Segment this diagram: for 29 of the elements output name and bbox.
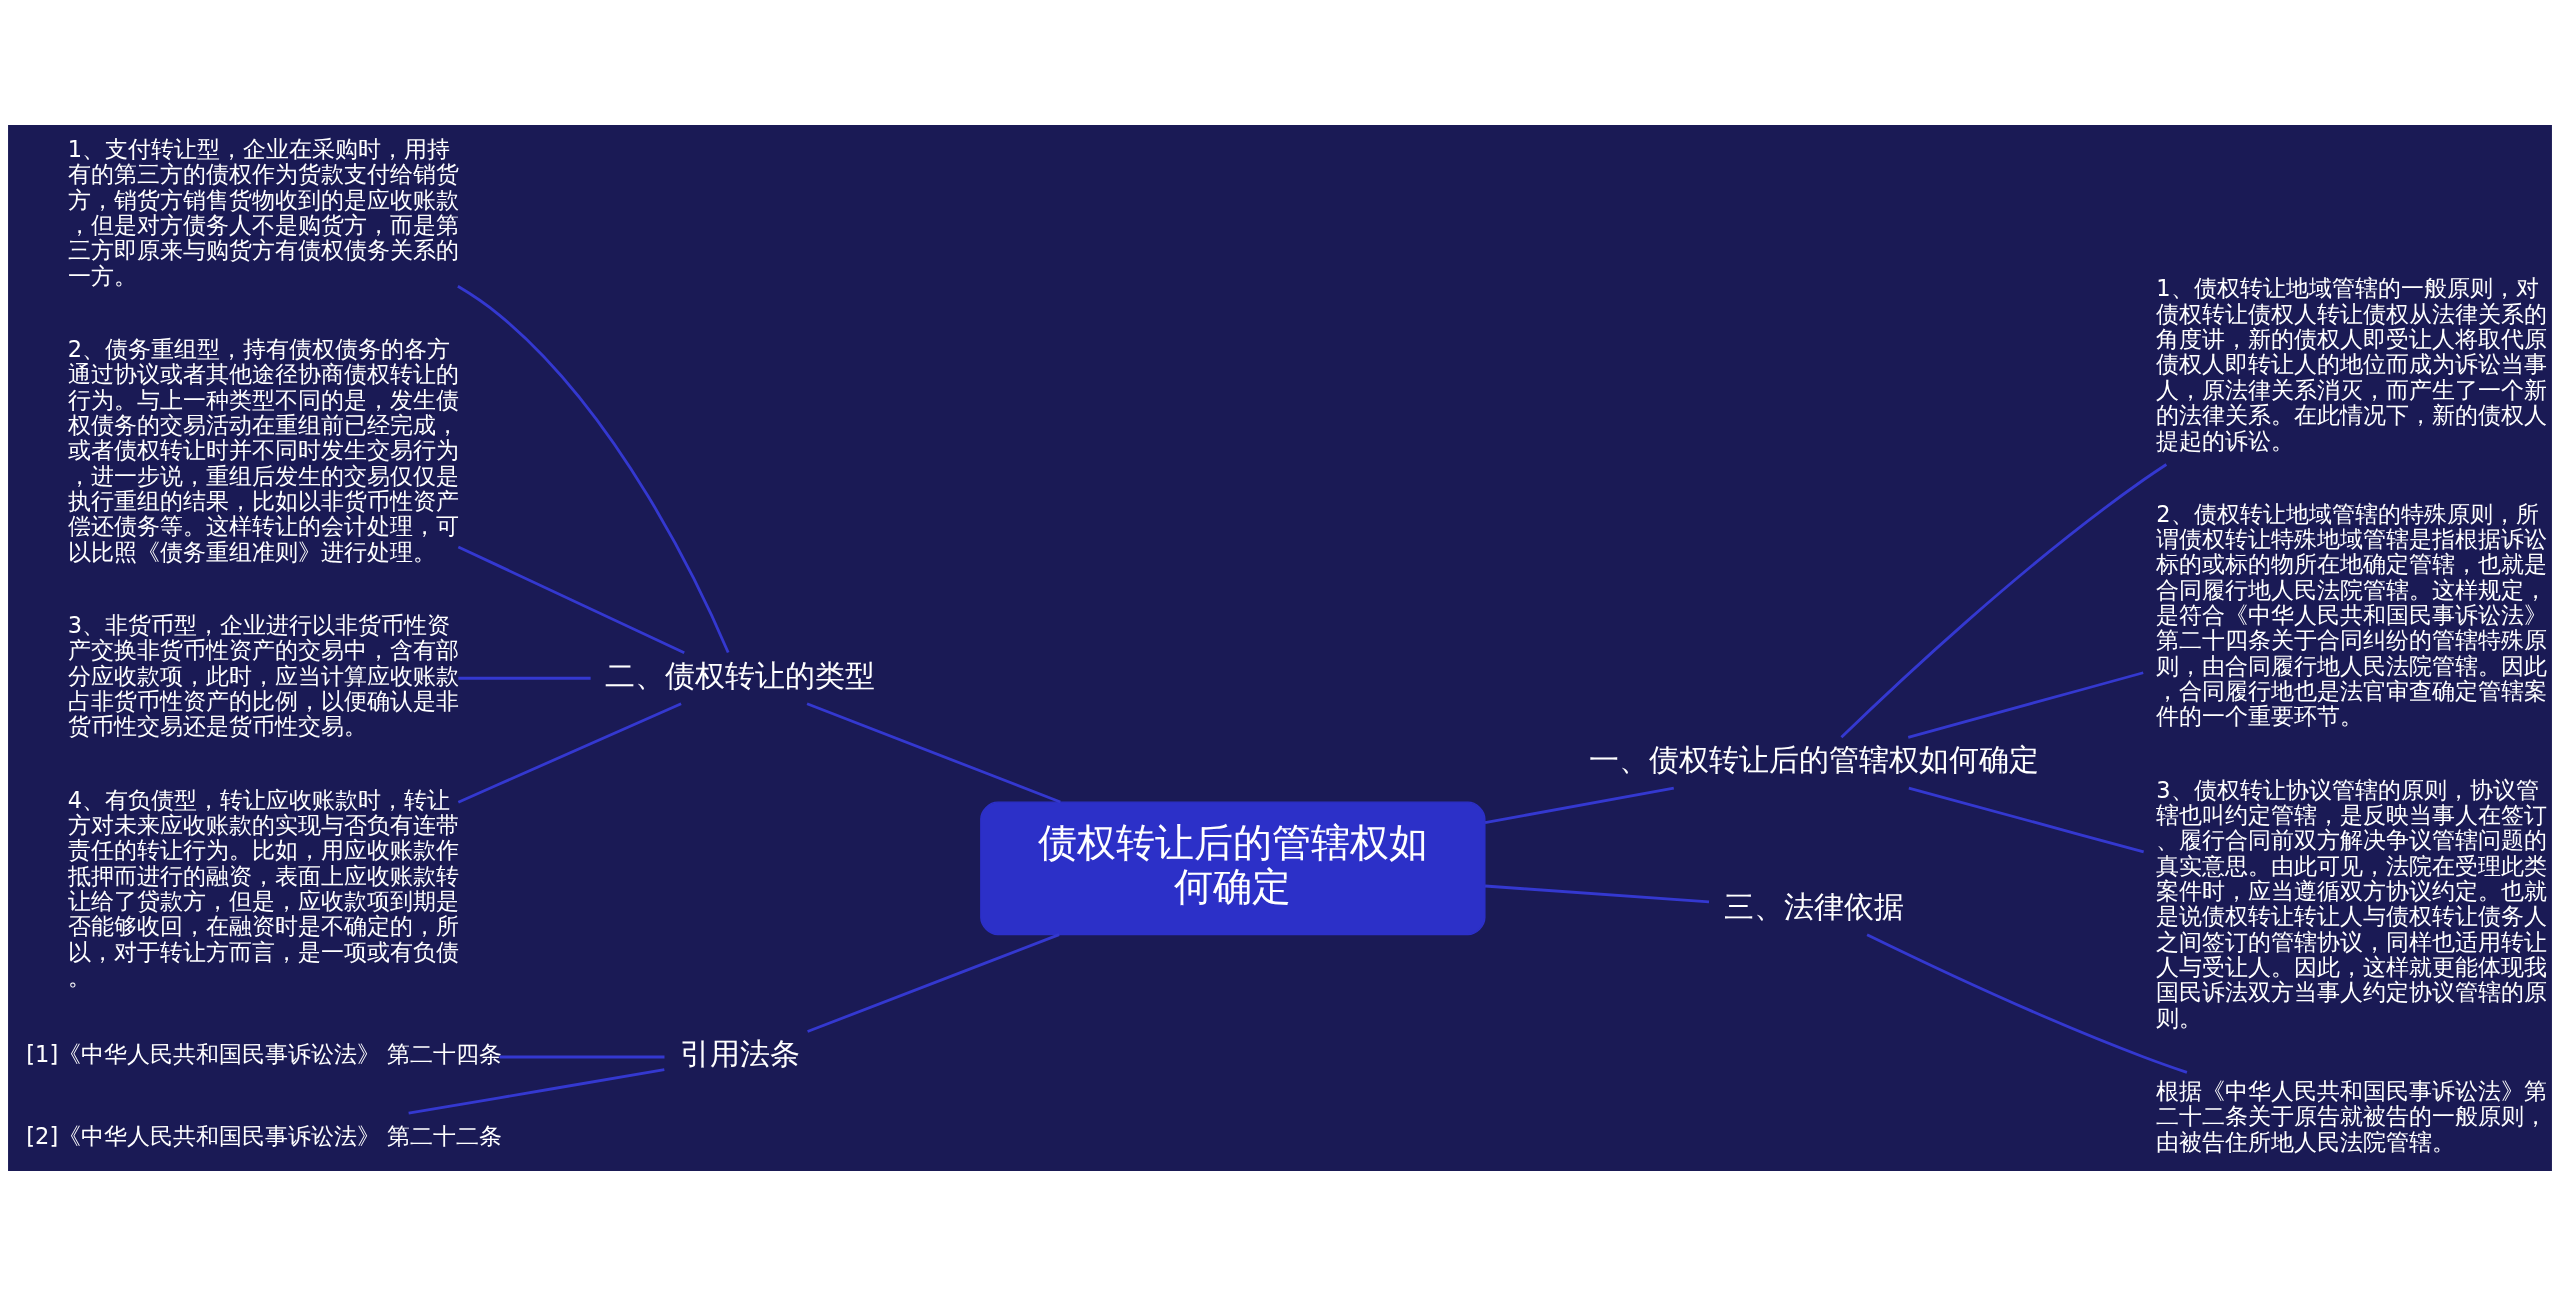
node-text: 引用法条 [680,1036,801,1071]
connector [807,932,1060,1033]
connector [457,545,685,654]
connector [1866,932,2188,1074]
node-text: 2、债权转让地域管辖的特殊原则，所谓债权转让特殊地域管辖是指根据诉讼标的或标的物所在地确定管辖，也就是合同履行地人民法院管辖。这样规定，是符合《中华人民共和国民事诉讼法》第二十四条关于合同纠纷的管辖特殊原则，由合同履行地人民法院管辖。因此，合同履行地也是法官审查确定管辖案件的一个重要环节。 [2156,500,2548,729]
connector [457,701,682,804]
connector [1907,670,2144,739]
connector [1840,462,2168,738]
node-text: 3、债权转让协议管辖的原则，协议管辖也叫约定管辖，是反映当事人在签订、履行合同前双方解决争议管辖问题的真实意思。由此可见，法院在受理此类案件时，应当遵循双方协议约定。也就是说债权转让转让人与债权转让债务人之间签订的管辖协议，同样也适用转让人与受让人。因此，这样就更能体现我国民诉法双方当事人约定协议管辖的原则。 [2156,776,2548,1031]
node-text: 3、非货币型，企业进行以非货币性资产交换非货币性资产的交易中，含有部分应收款项，此时，应当计算应收账款占非货币性资产的比例，以便确认是非货币性交易还是货币性交易。 [67,611,459,739]
node-text: [1]《中华人民共和国民事诉讼法》 第二十四条 [26,1040,503,1067]
node-text: 2、债务重组型，持有债权债务的各方通过协议或者其他途径协商债权转让的行为。与上一种类型不同的是，发生债权债务的交易活动在重组前已经完成，或者债权转让时并不同时发生交易行为，进一步说，重组后发生的交易仅仅是执行重组的结果，比如以非货币性资产偿还债务等。这样转让的会计处理，可以比照《债务重组准则》进行处理。 [67,335,459,565]
node-text: 三、法律依据 [1724,889,1905,924]
connector [408,1067,665,1115]
connector [806,701,1061,803]
node-text: 1、债权转让地域管辖的一般原则，对债权转让债权人转让债权从法律关系的角度讲，新的债权人即受让人将取代原债权人即转让人的地位而成为诉讼当事人，原法律关系消灭，而产生了一个新的法律关系。在此情况下，新的债权人提起的诉讼。 [2156,274,2548,454]
node-text: [2]《中华人民共和国民事诉讼法》 第二十二条 [26,1122,503,1149]
connector [499,1055,665,1058]
node-text: 一、债权转让后的管辖权如何确定 [1589,742,2040,777]
connector [1484,786,1675,824]
connector [458,676,591,680]
node-box: 债权转让后的管辖权如何确定 [980,800,1486,935]
node-text: 1、支付转让型，企业在采购时，用持有的第三方的债权作为货款支付给销货方，销货方销售货物收到的是应收账款，但是对方债务人不是购货方，而是第三方即原来与购货方有债权债务关系的一方。 [67,135,459,289]
node-text: 4、有负债型，转让应收账款时，转让方对未来应收账款的实现与否负有连带责任的转让行为。比如，用应收账款作抵押而进行的融资，表面上应收账款转让给了贷款方，但是，应收款项到期是否能够收回，在融资时是不确定的，所以，对于转让方而言，是一项或有负债。 [67,786,459,990]
connector [1908,786,2145,853]
node-text: 根据《中华人民共和国民事诉讼法》第二十二条关于原告就被告的一般原则，由被告住所地人民法院管辖。 [2156,1077,2548,1155]
connector [1485,884,1710,903]
node-text: 二、债权转让的类型 [605,658,876,693]
connector [457,284,730,653]
